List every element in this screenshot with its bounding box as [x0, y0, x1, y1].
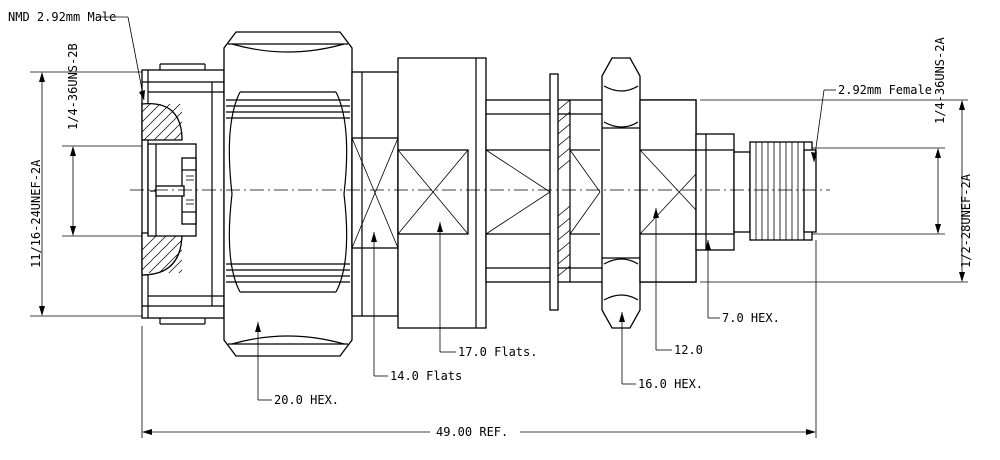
dim-12-label: 12.0 — [674, 343, 703, 357]
hex-20-body — [223, 31, 353, 357]
overall-length-label: 49.00 REF. — [436, 425, 508, 439]
hex-16-nut — [601, 57, 641, 329]
female-connector — [733, 141, 817, 241]
male-connector-label: NMD 2.92mm Male — [8, 10, 116, 24]
overall-length-dimension — [141, 240, 817, 438]
left-outer-thread-label: 11/16-24UNEF-2A — [29, 159, 43, 268]
flats-14-label: 14.0 Flats — [390, 369, 462, 383]
flats-17-label: 17.0 Flats. — [458, 345, 537, 359]
right-thread-dimension-lines — [700, 99, 968, 283]
hex-7-label: 7.0 HEX. — [722, 311, 780, 325]
left-inner-thread-label: 1/4-36UNS-2B — [66, 43, 80, 130]
hex-16-label: 16.0 HEX. — [638, 377, 703, 391]
female-connector-label: 2.92mm Female — [838, 83, 932, 97]
left-thread-dimension-lines — [30, 71, 150, 317]
flats-14-section — [351, 71, 399, 317]
leader-lines — [96, 16, 836, 401]
right-outer-thread-label: 1/4-36UNS-2A — [933, 37, 947, 124]
section-12 — [639, 99, 697, 283]
hex-7-section — [695, 133, 735, 251]
right-inner-thread-label: 1/2-28UNEF-2A — [959, 173, 973, 268]
nmd-male-coupling-nut — [141, 63, 225, 325]
flats-17-section — [397, 57, 487, 329]
hex-20-label: 20.0 HEX. — [274, 393, 339, 407]
